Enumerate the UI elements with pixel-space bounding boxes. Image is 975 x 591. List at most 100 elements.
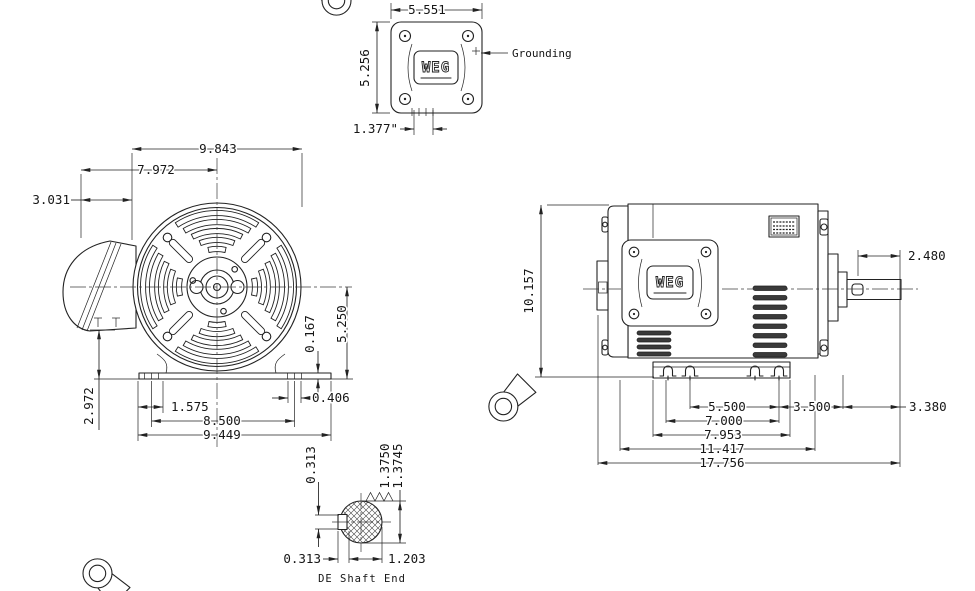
dim-text: 3.500 xyxy=(793,399,831,414)
grounding-label: Grounding xyxy=(512,47,572,60)
fan-guard-slot xyxy=(264,260,277,314)
dim-text: 2.972 xyxy=(81,387,96,425)
dim-text: 7.972 xyxy=(137,162,175,177)
fan-guard-slot xyxy=(149,252,164,322)
fan-guard-slot xyxy=(276,244,294,330)
fan-guard-slot xyxy=(157,260,170,314)
dim-overall-height: 10.157 xyxy=(520,204,654,378)
dim-foot-to-face: 3.500 xyxy=(778,398,844,416)
dim-shaft-diameter: 1.3750 1.3745 xyxy=(362,442,407,544)
foot-slot-ticks xyxy=(144,373,302,379)
dim-foot-span-inner: 5.500 xyxy=(689,398,780,416)
shaft xyxy=(846,278,902,301)
guard-ear-tabs xyxy=(82,0,537,591)
nameplate xyxy=(768,215,800,238)
dim-text: 8.500 xyxy=(203,413,241,428)
dim-text: 7.000 xyxy=(705,413,743,428)
dim-text: 3.031 xyxy=(32,192,70,207)
fan-guard-slot xyxy=(190,227,244,240)
fan-guard-slot xyxy=(174,210,260,228)
dim-slot-width: 0.406 xyxy=(272,381,351,407)
dim-foot-to-slot: 1.575 xyxy=(137,381,210,441)
dim-foot-bolt-span: 8.500 xyxy=(151,381,295,430)
dim-text: 1.3750 xyxy=(377,443,392,488)
weg-logo: WEG xyxy=(413,50,459,85)
terminal-box-profile xyxy=(62,240,137,332)
dim-text: 5.500 xyxy=(708,399,746,414)
fan-guard-slots xyxy=(140,210,294,364)
endbell-bolt-icon xyxy=(819,218,829,357)
detail-caption: DE Shaft End xyxy=(318,573,406,585)
dim-text: 7.953 xyxy=(704,427,742,442)
dim-text: 0.313 xyxy=(283,551,321,566)
terminal-box-side: WEG xyxy=(621,239,719,327)
drain-plug-marks xyxy=(94,317,120,327)
dim-text: 1.3745 xyxy=(390,443,405,488)
motor-front-view: 9.843 7.972 3.031 2.972 0.167 xyxy=(31,0,537,591)
dim-flat-length: 1.203 xyxy=(348,550,427,568)
dim-box-height: 5.256 xyxy=(356,21,390,114)
conduit-box-top-view: WEG 5.551 5.256 1.377" Grounding xyxy=(351,1,573,138)
dim-key-height: 0.313 xyxy=(302,445,339,547)
dim-shaft-extension: 2.480 xyxy=(857,247,947,467)
dim-foot-overall: 9.449 xyxy=(137,381,332,444)
dim-overall-length: 17.756 xyxy=(597,454,901,472)
vent-slots xyxy=(636,285,788,358)
fan-guard-slot xyxy=(140,244,158,330)
dim-face-to-shaft-end: 3.380 xyxy=(842,398,948,416)
dim-overall-width: 9.843 xyxy=(131,140,303,240)
dim-box-bottom-height: 2.972 xyxy=(80,329,140,430)
dim-text: 1.203 xyxy=(388,551,426,566)
shaft-end-detail: 0.313 1.3750 1.3745 0.313 1.203 DE Shaft… xyxy=(282,442,427,587)
fan-guard-slot xyxy=(182,219,252,234)
weg-logo: WEG xyxy=(646,265,694,300)
motor-side-view: WEG xyxy=(520,203,948,472)
dim-text: 1.377" xyxy=(353,121,398,136)
dim-text: 17.756 xyxy=(699,455,744,470)
side-extension-lines xyxy=(597,315,844,465)
cover-screw-icon xyxy=(398,29,475,106)
fan-guard-slot xyxy=(207,245,227,254)
fan-guard-slot xyxy=(190,334,244,347)
weg-logo-text: WEG xyxy=(656,275,684,291)
dim-foot-span-outer: 7.000 xyxy=(665,412,780,430)
dim-text: 11.417 xyxy=(699,441,744,456)
dim-key-width: 0.313 xyxy=(282,527,383,568)
weg-logo-text: WEG xyxy=(422,60,450,76)
conduit-flange xyxy=(596,260,609,311)
fan-cover-clips xyxy=(601,216,609,356)
fan-guard-slot xyxy=(207,320,227,329)
fan-guard-slot xyxy=(182,340,252,355)
dim-box-width: 5.551 xyxy=(390,1,483,19)
dim-shaft-center-height: 5.250 xyxy=(303,286,353,380)
dim-text: 1.575 xyxy=(171,399,209,414)
dim-text: 3.380 xyxy=(909,399,947,414)
dim-text: 0.313 xyxy=(303,446,318,484)
fan-guard-slot xyxy=(270,252,285,322)
dim-text: 9.449 xyxy=(203,427,241,442)
dim-text: 2.480 xyxy=(908,248,946,263)
grounding-callout: Grounding xyxy=(472,46,573,62)
dim-base-length: 7.953 xyxy=(652,426,791,444)
dim-text: 5.250 xyxy=(334,305,349,343)
drive-end xyxy=(817,210,902,357)
base-plate xyxy=(652,361,791,381)
fan-guard-slot xyxy=(174,346,260,364)
fan-guard-slot xyxy=(198,327,236,337)
dim-text: 0.406 xyxy=(312,390,350,405)
dim-text: 5.551 xyxy=(408,2,446,17)
fan-guard-slot xyxy=(257,268,267,306)
dim-box-to-center: 7.972 xyxy=(80,161,218,238)
dim-text: 10.157 xyxy=(521,268,536,313)
dim-text: 5.256 xyxy=(357,49,372,87)
dim-box-depth: 3.031 xyxy=(31,191,133,209)
dim-text: 9.843 xyxy=(199,141,237,156)
dim-knockout-spacing: 1.377" xyxy=(351,110,447,138)
surface-finish-symbol xyxy=(365,491,394,502)
dim-pad-thickness: 0.167 xyxy=(301,314,331,400)
fan-guard-spoke-slots xyxy=(168,238,266,336)
dim-mount-span: 11.417 xyxy=(619,440,816,458)
mounting-feet-front xyxy=(138,353,332,380)
